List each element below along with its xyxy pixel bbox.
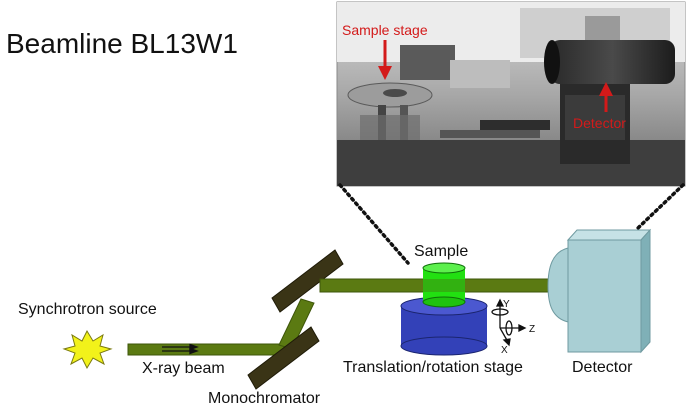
axis-label-y: Y <box>503 299 510 310</box>
beamline-photo: Sample stage Detector <box>336 1 686 187</box>
label-synchrotron-source: Synchrotron source <box>18 301 157 318</box>
x-ray-beam-incoming <box>127 343 285 356</box>
leader-line-left <box>338 183 410 265</box>
sample-cylinder <box>422 262 466 308</box>
label-detector: Detector <box>572 359 633 376</box>
diagram-title: Beamline BL13W1 <box>6 28 238 59</box>
photo-label-sample-stage: Sample stage <box>342 22 428 38</box>
label-sample: Sample <box>414 243 469 260</box>
coordinate-axes-icon <box>491 298 527 347</box>
label-x-ray-beam: X-ray beam <box>142 360 225 377</box>
label-monochromator: Monochromator <box>208 390 321 407</box>
label-translation-rotation-stage: Translation/rotation stage <box>343 359 523 376</box>
axis-label-x: X <box>501 345 508 356</box>
photo-label-detector: Detector <box>573 115 626 131</box>
leader-line-right <box>636 183 685 230</box>
axis-label-z: Z <box>529 324 535 335</box>
beam-direction-arrows <box>162 343 199 355</box>
monochromator <box>247 249 344 390</box>
detector-box <box>547 228 652 354</box>
synchrotron-source-star <box>62 329 113 370</box>
